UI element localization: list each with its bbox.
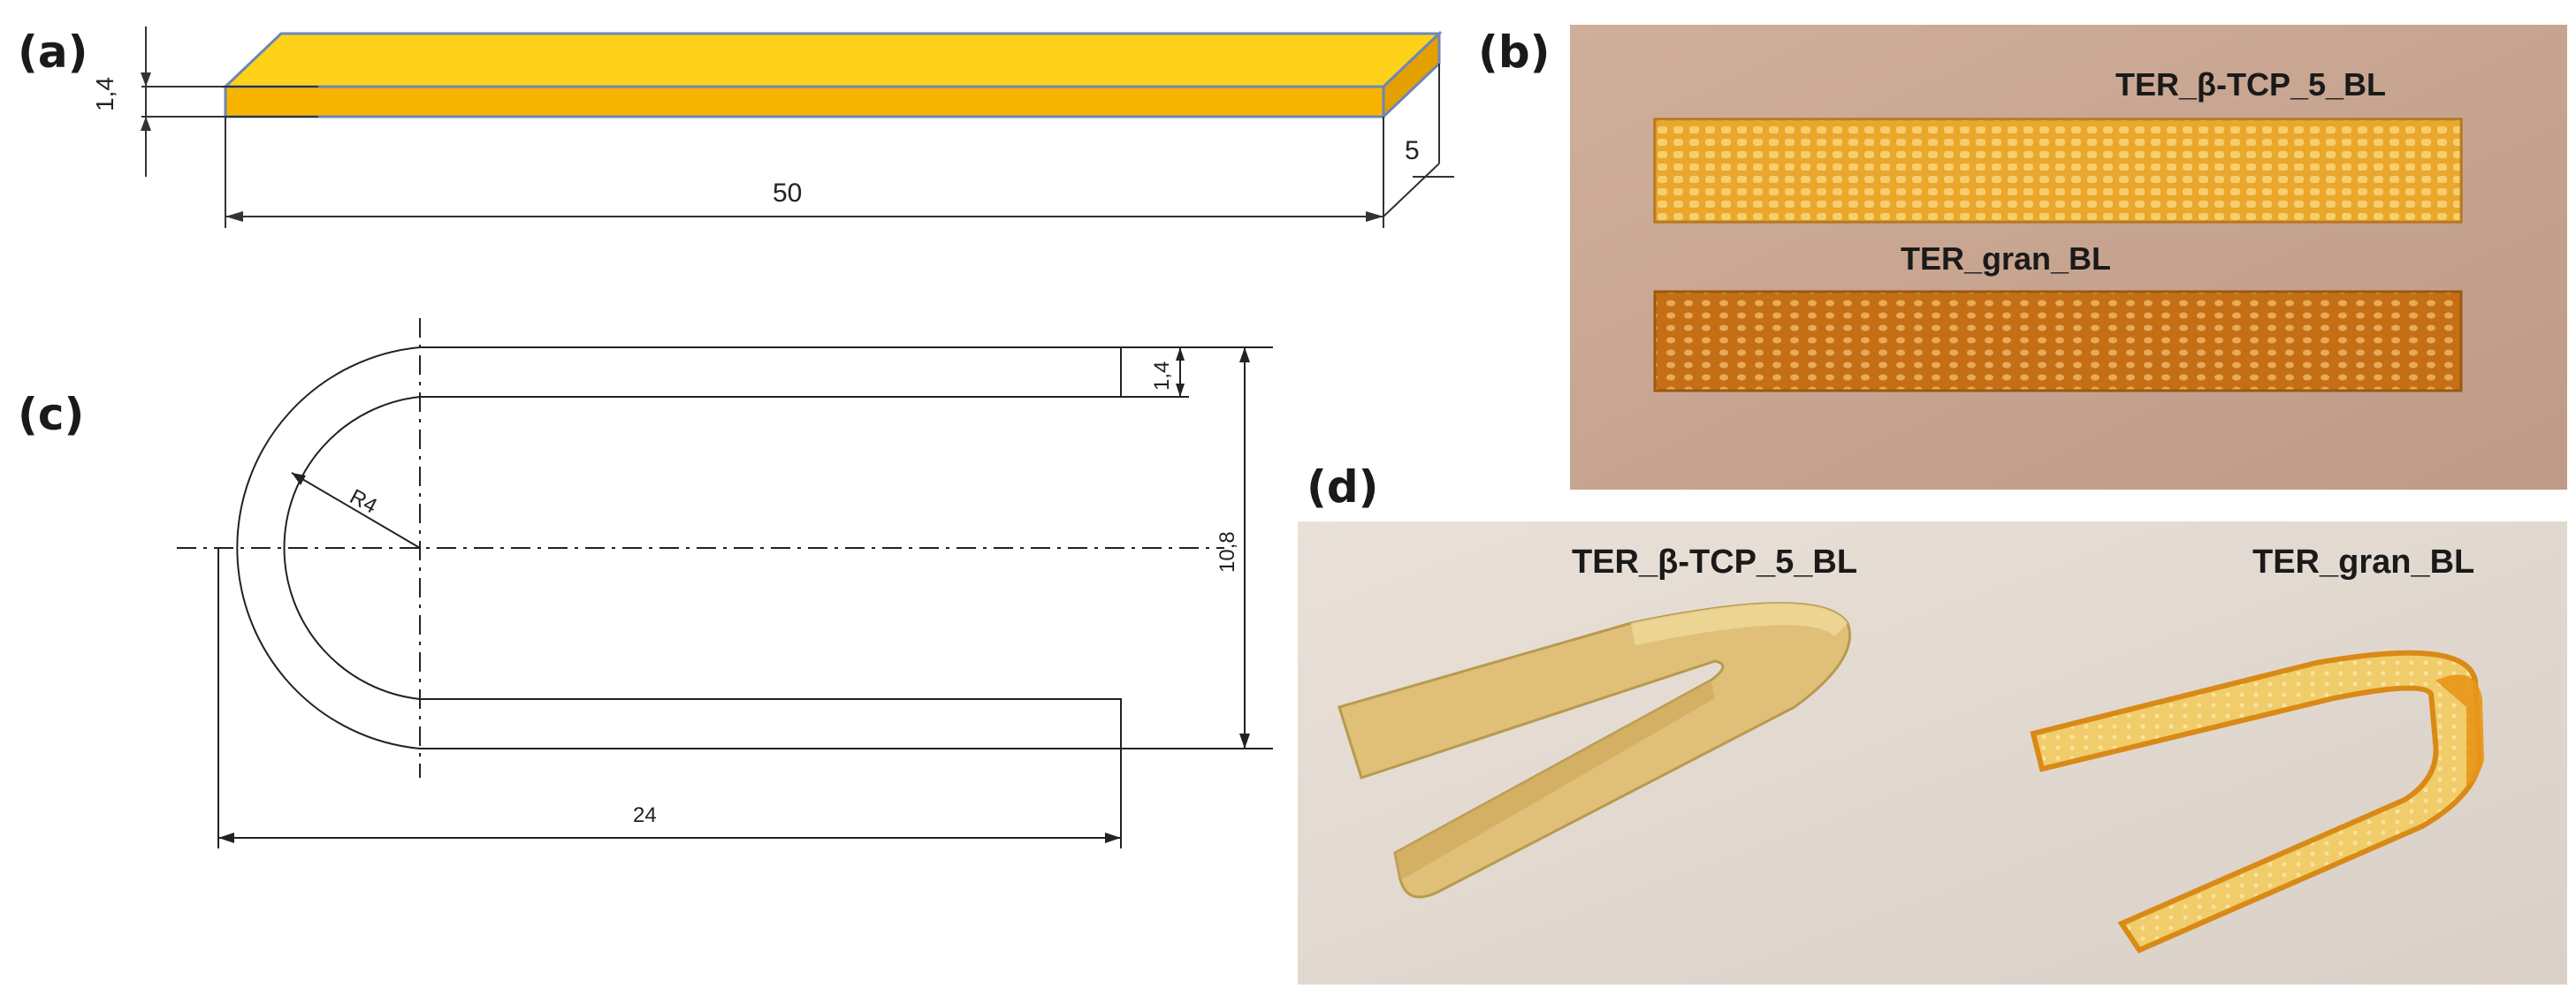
panel-c-dim-thickness: 1,4 (1150, 361, 1174, 391)
panel-d-label-left: TER_β-TCP_5_BL (1572, 544, 1857, 581)
panel-d-photo (1298, 521, 2567, 985)
panel-d-label-right: TER_gran_BL (2252, 544, 2474, 581)
panel-c-dim-radius: R4 (346, 484, 381, 518)
panel-a-dim-thickness: 1,4 (91, 77, 118, 111)
panel-b-label-bottom: TER_gran_BL (1901, 240, 2111, 277)
panel-label-b: (b) (1478, 27, 1551, 78)
strip-tcp-photo (1653, 118, 2463, 224)
panel-label-a: (a) (18, 27, 88, 78)
panel-b-label-top: TER_β-TCP_5_BL (2115, 66, 2386, 103)
panel-c-u-drawing (177, 318, 1273, 848)
strip-top-face (222, 32, 1443, 88)
panel-c-dim-height: 10,8 (1216, 531, 1239, 573)
sample-tcp-u (1338, 602, 1851, 899)
panel-a-strip-drawing (141, 27, 1454, 228)
panel-b-photo (1570, 25, 2567, 490)
panel-a-dim-width: 5 (1405, 136, 1420, 165)
strip-front-face (224, 85, 1385, 118)
sample-gran-u (2030, 650, 2484, 954)
panel-a-dim-length: 50 (773, 179, 802, 208)
strip-gran-photo (1653, 290, 2463, 392)
panel-label-d: (d) (1307, 461, 1379, 513)
panel-c-arrowheads (218, 347, 1250, 843)
panel-c-dim-length: 24 (633, 803, 657, 827)
panel-label-c: (c) (18, 389, 85, 440)
